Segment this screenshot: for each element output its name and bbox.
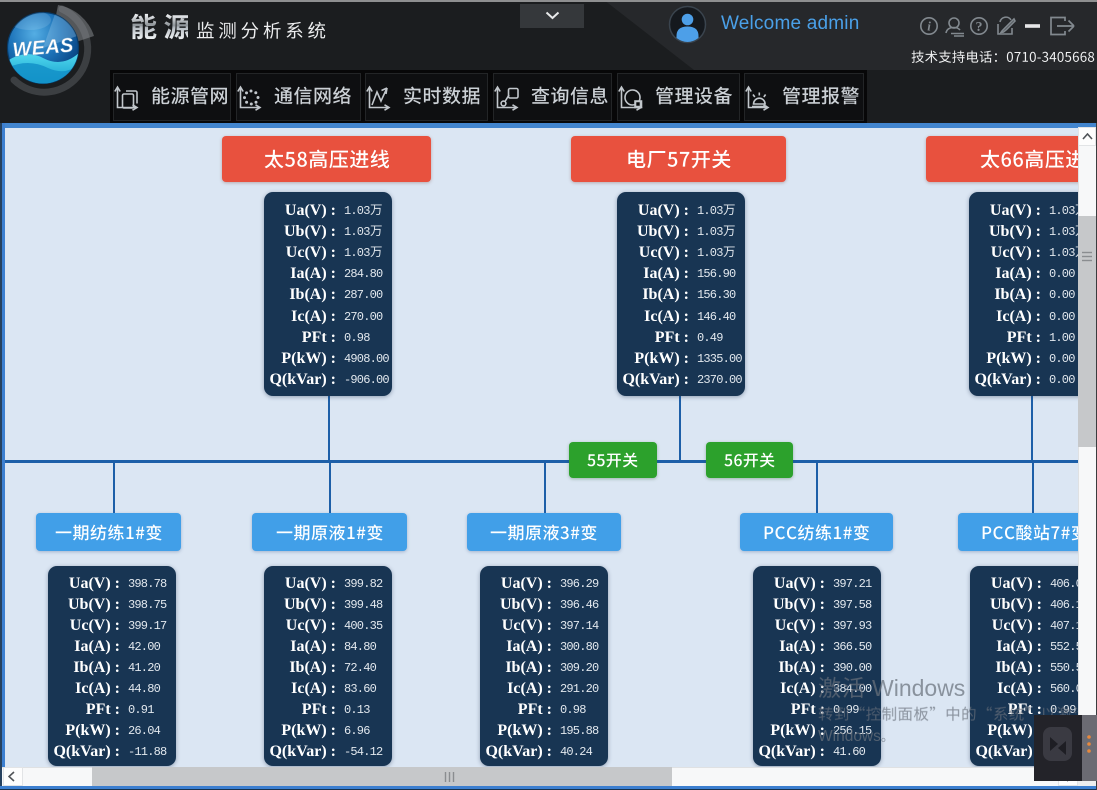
svg-text:i: i [927,19,931,34]
svg-text:?: ? [976,20,983,35]
